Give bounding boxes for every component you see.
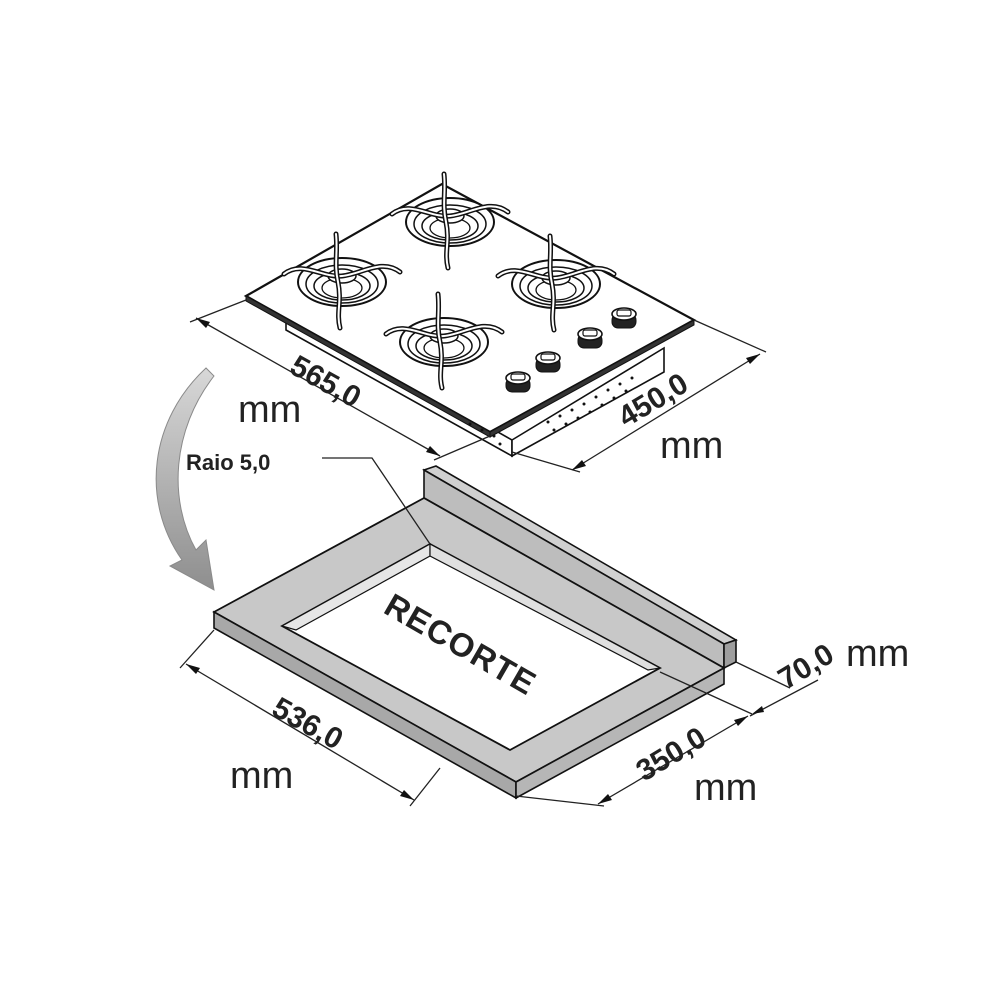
knob-1	[505, 371, 531, 393]
edge-unit: mm	[846, 633, 909, 675]
hob-width-dimension	[189, 299, 491, 461]
cutout-inner-wall-back	[429, 542, 662, 671]
knob-2	[535, 351, 561, 373]
knob-4	[611, 307, 637, 329]
cooktop-body-side	[511, 346, 665, 458]
radius-callout	[322, 457, 431, 545]
cutout-width-dimension	[179, 629, 441, 807]
install-arrow-icon	[155, 367, 215, 591]
backsplash-side	[723, 638, 737, 670]
edge-label: 70,0	[773, 638, 840, 696]
cooktop-glass-edge-right	[489, 319, 695, 438]
cutout-depth-dimension	[515, 671, 753, 807]
vent-holes	[468, 376, 634, 446]
knob-3	[577, 327, 603, 349]
cutout-width-unit: mm	[230, 755, 293, 797]
cutout-width-label: 536,0	[267, 691, 349, 756]
edge-dimension	[735, 661, 819, 717]
radius-label: Raio 5,0	[186, 450, 270, 475]
hob-depth-unit: mm	[660, 425, 723, 467]
hob-width-unit: mm	[238, 389, 301, 431]
cooktop	[243, 174, 697, 458]
hob-depth-dimension	[511, 319, 767, 473]
countertop	[212, 465, 738, 800]
cutout-title: RECORTE	[379, 586, 543, 702]
cutout-depth-unit: mm	[694, 767, 757, 809]
countertop-side-edge	[515, 666, 725, 800]
